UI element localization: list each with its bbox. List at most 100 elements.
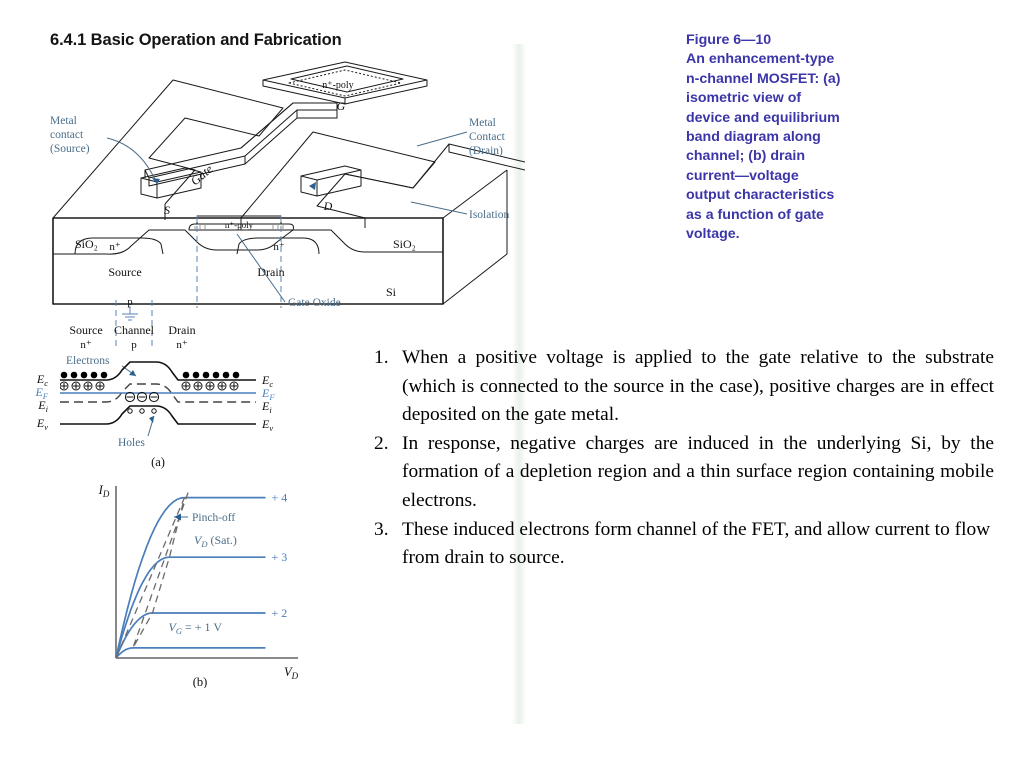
part-a-label: (a) — [151, 455, 165, 469]
holes-label: Holes — [118, 437, 145, 449]
iv-curve-legends: + 4 + 3 + 2 — [272, 491, 288, 620]
electron-dots-drain — [182, 371, 240, 379]
band-diagram-figure: p Source n⁺ Channel p Drain n⁺ Electrons — [60, 300, 360, 470]
region-drain-type: n⁺ — [176, 339, 188, 351]
iv-curve-legend: + 3 — [272, 550, 288, 564]
callout-gate-oxide: Gate Oxide — [288, 297, 341, 308]
poly-top-label: n⁺-poly — [322, 80, 353, 91]
iv-curve-legend: + 4 — [272, 491, 288, 505]
gate-poly-patch — [288, 65, 404, 97]
caption-line: as a function of gate — [686, 206, 824, 223]
isometric-mosfet-figure: n⁺-poly G Gate S D n⁺-poly SiO₂ SiO₂ n⁺ … — [45, 58, 525, 308]
list-item: 2. In response, negative charges are ind… — [374, 430, 994, 516]
iv-curve — [115, 556, 266, 659]
callout-metal-source-line: (Source) — [50, 143, 90, 155]
label-ei-right: Ei — [261, 399, 272, 415]
region-separators — [115, 300, 153, 350]
body-type-label: p — [127, 300, 132, 308]
drain-oxide-plane — [240, 131, 436, 230]
list-item-text: These induced electrons form channel of … — [402, 518, 991, 569]
caption-line: device and equilibrium — [686, 109, 840, 126]
list-item: 1. When a positive voltage is applied to… — [374, 344, 994, 430]
list-item: 3. These induced electrons form channel … — [374, 516, 994, 573]
oxide-left-label: SiO₂ — [75, 237, 98, 251]
list-item-number: 1. — [374, 347, 389, 368]
holes-arrowhead — [149, 416, 154, 423]
band-diagram-left-labels: Ec EF Ei Ev — [20, 355, 70, 435]
iv-curve-group — [115, 496, 266, 659]
callout-metal-source-line: Metal — [50, 115, 77, 127]
drain-implant-label: n⁺ — [273, 241, 285, 253]
channel-guide-lines — [196, 216, 282, 308]
x-axis-label: VD — [284, 665, 299, 681]
drain-metal-contact — [300, 165, 362, 197]
body-back-edge — [442, 169, 508, 305]
oxide-right-label: SiO₂ — [393, 237, 416, 251]
drain-region-label: Drain — [257, 265, 284, 279]
electrons-label: Electrons — [66, 355, 110, 367]
source-metal-contact — [140, 167, 202, 199]
substrate-ground-symbol — [122, 306, 138, 321]
region-drain-label: Drain — [168, 323, 195, 337]
intrinsic-level-ei — [60, 383, 256, 403]
y-axis-label: ID — [98, 483, 110, 499]
acceptor-ions-channel — [124, 391, 160, 403]
callout-metal-drain-line: Metal — [469, 117, 496, 129]
label-ev-left: Ev — [36, 416, 48, 432]
caption-line: isometric view of — [686, 90, 802, 107]
terminal-g-label: G — [337, 99, 346, 113]
source-region-label: Source — [108, 265, 141, 279]
energy-labels-right: Ec EF Ei Ev — [261, 373, 275, 433]
list-item-text: In response, negative charges are induce… — [402, 432, 994, 511]
iv-curve — [115, 496, 266, 659]
callout-arrowheads — [152, 178, 316, 190]
terminal-s-label: S — [164, 203, 170, 217]
region-source-type: n⁺ — [80, 339, 92, 351]
caption-line: current—voltage — [686, 167, 799, 184]
substrate-label: Si — [386, 285, 397, 299]
isometric-callouts: Metal contact (Source) Metal Contact (Dr… — [50, 115, 509, 308]
callout-metal-source-line: contact — [50, 129, 84, 141]
iv-characteristics-chart: ID VD Pinch-off VD (Sat.) + 4+ 3+ 2 V — [84, 468, 324, 688]
chart-axes — [115, 486, 298, 659]
band-region-labels: Source n⁺ Channel p Drain n⁺ — [69, 323, 195, 351]
svg-text:Gate: Gate — [188, 162, 216, 189]
caption-line: channel; (b) drain — [686, 148, 806, 165]
caption-line: voltage. — [686, 226, 740, 243]
right-ledge — [344, 143, 525, 189]
label-ei-left: Ei — [37, 398, 48, 414]
callout-isolation: Isolation — [469, 209, 509, 221]
figure-caption: Figure 6—10 An enhancement-type n-channe… — [686, 31, 918, 244]
gate-pad-top — [262, 61, 428, 105]
list-item-number: 3. — [374, 518, 389, 540]
electron-dots-source — [60, 371, 108, 379]
list-item-number: 2. — [374, 432, 389, 454]
vd-sat-annotation: VD (Sat.) — [194, 533, 237, 549]
region-channel-type: p — [131, 339, 137, 351]
numbered-notes-list: 1. When a positive voltage is applied to… — [374, 344, 994, 573]
poly-channel-label: n⁺-poly — [225, 220, 254, 230]
electrons-arrowhead — [129, 370, 136, 376]
list-item-text: When a positive voltage is applied to th… — [402, 347, 994, 426]
region-channel-label: Channel — [114, 323, 155, 337]
caption-line: An enhancement-type — [686, 51, 835, 68]
valence-band-ev — [60, 405, 256, 425]
iv-curve — [115, 647, 266, 659]
callout-metal-drain-line: (Drain) — [469, 145, 503, 157]
source-implant-label: n⁺ — [109, 241, 121, 253]
section-heading: 6.4.1 Basic Operation and Fabrication — [50, 31, 342, 49]
conduction-band-ec — [60, 361, 256, 381]
caption-line: output characteristics — [686, 187, 835, 204]
label-ec-right: Ec — [261, 373, 273, 389]
pinch-off-annotation: Pinch-off — [192, 512, 235, 524]
isometric-text-labels: n⁺-poly G Gate S D n⁺-poly SiO₂ SiO₂ n⁺ … — [75, 80, 416, 299]
hole-circles-channel — [127, 408, 157, 414]
pinch-off-arrowhead — [174, 513, 181, 521]
region-source-label: Source — [69, 323, 102, 337]
callout-metal-drain-line: Contact — [469, 131, 506, 143]
part-b-label: (b) — [193, 675, 208, 688]
label-ev-right: Ev — [261, 417, 273, 433]
iv-curve-legend: + 2 — [272, 606, 288, 620]
gate-stripe — [144, 102, 338, 187]
label-ef-left: EF — [34, 385, 48, 401]
